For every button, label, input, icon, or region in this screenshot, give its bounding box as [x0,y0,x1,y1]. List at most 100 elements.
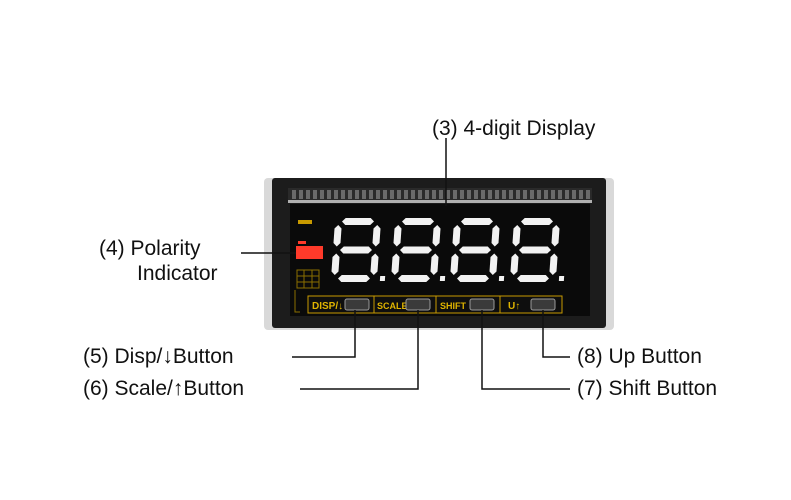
digit-segment-e [391,253,400,275]
digit-segment-b [551,225,560,247]
polarity-label-mark [298,241,306,244]
digit-segment-f [393,225,402,247]
digit-segment-a [460,218,493,225]
digit-segment-b [432,225,441,247]
connector-pin [334,190,338,199]
connector-pin [404,190,408,199]
connector-pin [390,190,394,199]
connector-pin [306,190,310,199]
connector-pin [544,190,548,199]
connector-pin [523,190,527,199]
digit-segment-g [519,246,551,254]
status-led-grid [296,269,320,289]
connector-pin [362,190,366,199]
connector-pin [558,190,562,199]
digit-segment-e [510,253,519,275]
panel-label-disp: DISP/↓ [312,301,343,312]
top-edge-highlight [288,200,592,203]
digit-segment-c [489,253,498,275]
digit-segment-e [450,253,459,275]
connector-pin [586,190,590,199]
up-button[interactable] [530,298,556,311]
shift-button[interactable] [469,298,495,311]
decimal-point [439,276,446,281]
digit-segment-d [517,275,550,282]
four-digit-display [331,218,565,282]
scale-up-button[interactable] [405,298,431,311]
digit-segment-g [340,246,372,254]
connector-pin [565,190,569,199]
leader-lines [241,138,570,390]
connector-pin [453,190,457,199]
callout-display: (3) 4-digit Display [432,117,596,140]
decimal-point [379,276,386,281]
digit-segment-d [457,275,490,282]
callout-polarity-line1: (4) Polarity [99,237,201,260]
decimal-point [498,276,505,281]
connector-pin [460,190,464,199]
digit-segment-b [372,225,381,247]
connector-pin [495,190,499,199]
connector-pin [327,190,331,199]
connector-pin [502,190,506,199]
connector-pin [418,190,422,199]
connector-pin [579,190,583,199]
panel-label-scale: SCALE/↑ [377,301,415,311]
display-digit [391,218,446,282]
callout-up-button: (8) Up Button [577,345,702,368]
connector-pin [348,190,352,199]
connector-pin [509,190,513,199]
digit-segment-a [401,218,434,225]
connector-pin [376,190,380,199]
connector-pin [320,190,324,199]
connector-pin [369,190,373,199]
connector-pin [355,190,359,199]
digit-segment-b [491,225,500,247]
button-strip: DISP/↓ SCALE/↑ SHIFT U↑ [307,295,563,314]
connector-pin [481,190,485,199]
digit-segment-g [459,246,491,254]
connector-pin [411,190,415,199]
connector-pin [446,190,450,199]
digit-segment-d [398,275,431,282]
connector-pin [516,190,520,199]
digit-segment-c [549,253,558,275]
panel-label-up: U↑ [508,301,520,312]
small-chip [298,220,312,224]
callout-polarity-line2: Indicator [137,262,218,285]
connector-pin [425,190,429,199]
connector-pin [474,190,478,199]
callout-scale-button: (6) Scale/↑Button [83,377,245,400]
leader-scale-button [300,310,419,390]
connector-pin [488,190,492,199]
leader-shift-button [481,310,570,390]
digit-segment-f [333,225,342,247]
digit-segment-g [400,246,432,254]
leader-disp-button [292,310,356,358]
display-digit [510,218,565,282]
connector-pin [537,190,541,199]
callout-shift-button: (7) Shift Button [577,377,718,400]
connector-pin [432,190,436,199]
display-digit [450,218,505,282]
connector-pin [292,190,296,199]
panel-label-shift: SHIFT [440,301,467,311]
digit-segment-e [331,253,340,275]
digit-segment-d [338,275,371,282]
connector-pin [313,190,317,199]
digit-segment-a [520,218,553,225]
decimal-point [558,276,565,281]
connector-pin [572,190,576,199]
disp-down-button[interactable] [344,298,370,311]
connector-pin [383,190,387,199]
leader-up-button [542,310,570,358]
connector-pins [292,190,590,199]
meter-device: DISP/↓ SCALE/↑ SHIFT U↑ [264,178,614,330]
digit-segment-f [452,225,461,247]
digit-segment-a [341,218,374,225]
connector-pin [397,190,401,199]
connector-pin [467,190,471,199]
callout-disp-button: (5) Disp/↓Button [83,345,234,368]
connector-pin [551,190,555,199]
